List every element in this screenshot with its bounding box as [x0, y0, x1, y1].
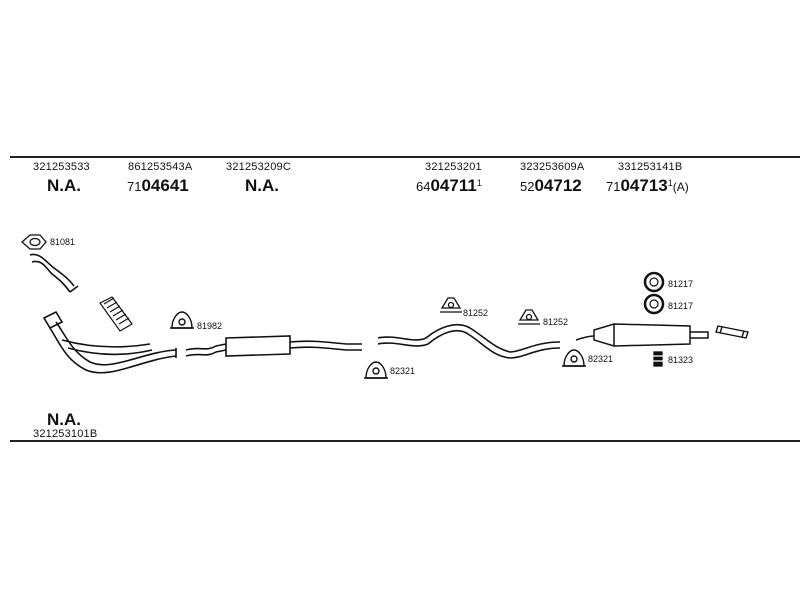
hanger-icon — [518, 309, 540, 325]
oe-number-footer: 321253101B — [33, 428, 98, 440]
label-clamp-82321-rear: 82321 — [588, 354, 614, 364]
label-hanger-81252-b: 81252 — [543, 317, 569, 327]
label-bracket-81323: 81323 — [668, 355, 694, 365]
na-footer: N.A. — [47, 410, 81, 429]
intermediate-pipe-icon — [377, 323, 561, 359]
oe-number-col1: 321253533 — [33, 161, 90, 173]
downpipe-icon — [42, 310, 177, 374]
label-hanger-81252-a: 81252 — [463, 308, 489, 318]
clamp-icon — [562, 349, 586, 367]
oe-number-col2: 861253543A — [128, 161, 193, 173]
label-clamp-81982: 81982 — [197, 321, 223, 331]
part-number-col6: 71047131(A) — [606, 176, 689, 195]
flex-joint-icon — [99, 296, 133, 332]
middle-pipe-icon — [185, 335, 362, 357]
oe-number-col3: 321253209C — [226, 161, 292, 173]
part-number-col5: 5204712 — [520, 176, 582, 195]
label-clamp-82321-middle: 82321 — [390, 366, 416, 376]
hanger-icon — [440, 297, 462, 313]
clamp-icon — [170, 311, 194, 329]
bottom-rule — [10, 440, 800, 442]
na-col3: N.A. — [245, 176, 279, 195]
rubber-ring-icon — [643, 293, 665, 315]
oe-number-col6: 331253141B — [618, 161, 683, 173]
oe-number-col4: 321253201 — [425, 161, 482, 173]
part-number-col2: 7104641 — [127, 176, 189, 195]
front-pipe-icon — [29, 253, 79, 293]
label-gasket: 81081 — [50, 237, 76, 247]
na-col1: N.A. — [47, 176, 81, 195]
bracket-icon — [652, 351, 664, 367]
rubber-ring-icon — [643, 271, 665, 293]
rear-silencer-icon — [575, 323, 709, 347]
label-ring-81217-b: 81217 — [668, 301, 694, 311]
gasket-icon — [21, 234, 47, 250]
label-ring-81217-a: 81217 — [668, 279, 694, 289]
part-number-col4: 64047111 — [416, 176, 482, 195]
top-rule — [10, 156, 800, 158]
clamp-icon — [364, 361, 388, 379]
tail-pipe-icon — [715, 325, 749, 339]
oe-number-col5: 323253609A — [520, 161, 585, 173]
